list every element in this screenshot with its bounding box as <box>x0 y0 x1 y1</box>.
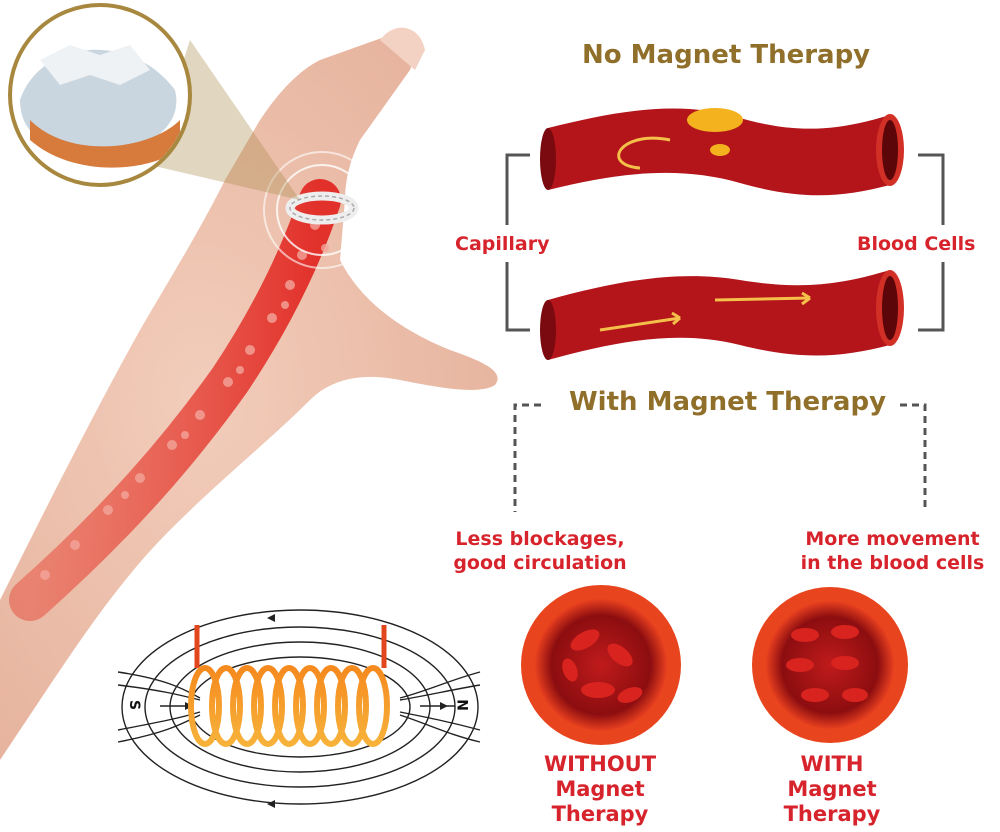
south-pole-label: S <box>126 699 143 711</box>
caption-line: good circulation <box>453 552 627 574</box>
title-no-magnet-therapy: No Magnet Therapy <box>582 40 871 70</box>
caption-line: More movement <box>805 528 980 550</box>
caption-line: in the blood cells <box>800 552 985 574</box>
cells-with-magnet <box>752 587 908 743</box>
gemstone-inset <box>8 3 300 200</box>
title-with-magnet-therapy: With Magnet Therapy <box>569 387 887 417</box>
label-capillary: Capillary <box>455 233 550 255</box>
label-with-magnet: WITH Magnet Therapy <box>752 752 912 827</box>
label-line: Therapy <box>551 802 649 826</box>
hand-illustration <box>0 27 498 760</box>
north-pole-label: N <box>455 699 472 711</box>
label-line: Therapy <box>783 802 881 826</box>
label-line: Magnet <box>787 777 877 801</box>
label-blood-cells: Blood Cells <box>857 233 976 255</box>
label-without-magnet: WITHOUT Magnet Therapy <box>520 752 680 827</box>
vessel-healthy <box>540 270 904 360</box>
cells-without-magnet <box>521 585 681 745</box>
vessel-blocked <box>540 108 904 196</box>
brackets <box>505 153 945 512</box>
label-line: WITH <box>800 752 864 776</box>
ring <box>263 151 381 269</box>
electromagnet-coil-diagram <box>117 609 481 808</box>
caption-line: Less blockages, <box>455 528 625 550</box>
label-line: WITHOUT <box>543 752 657 776</box>
caption-less-blockages: Less blockages, good circulation <box>440 527 640 575</box>
caption-more-movement: More movement in the blood cells <box>790 527 995 575</box>
label-line: Magnet <box>555 777 645 801</box>
